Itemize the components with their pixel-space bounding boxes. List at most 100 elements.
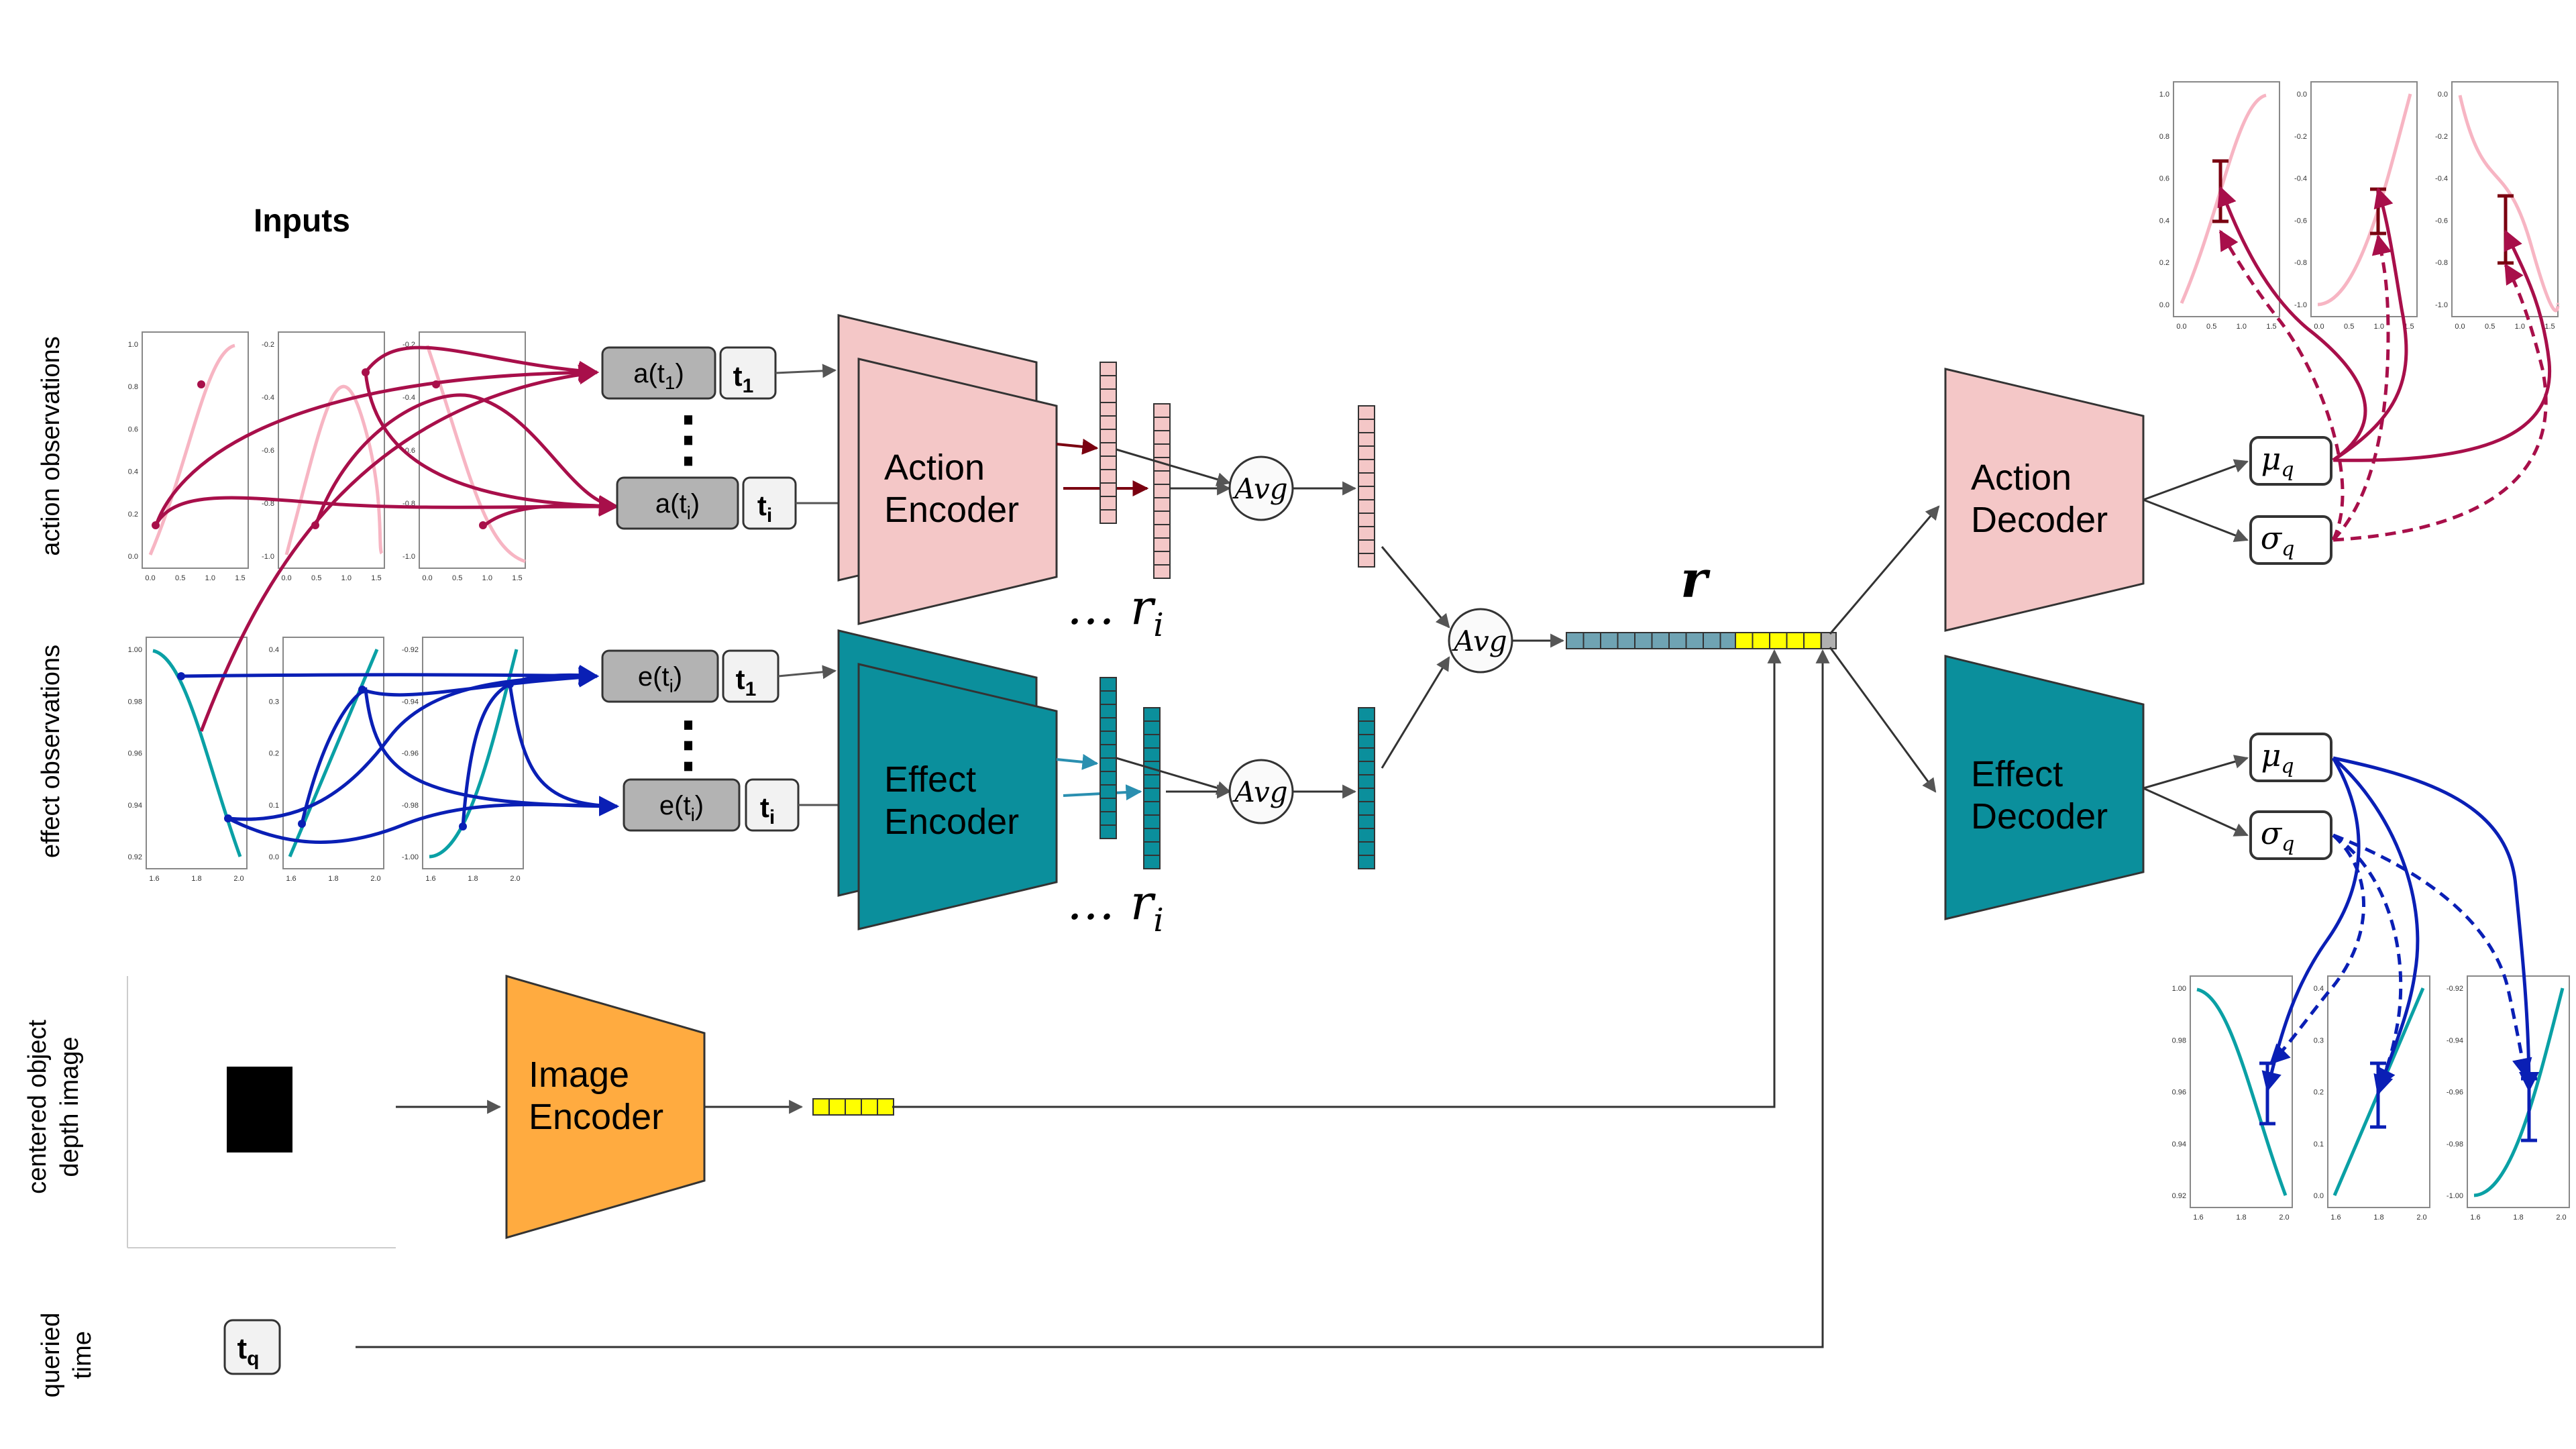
svg-text:t1: t1 bbox=[736, 663, 757, 700]
x-tick-label: 1.6 bbox=[2470, 1214, 2480, 1222]
x-tick-label: 0.0 bbox=[422, 574, 432, 582]
vector-cell bbox=[1358, 788, 1375, 802]
y-tick-label: 0.1 bbox=[2314, 1140, 2324, 1148]
vector-cell bbox=[1358, 828, 1375, 843]
vector-cell bbox=[845, 1098, 862, 1116]
y-tick-label: -0.94 bbox=[2447, 1036, 2463, 1044]
vector-cell bbox=[1099, 469, 1117, 484]
depth-image-label-line1: centered object bbox=[23, 1020, 52, 1194]
vector-cell bbox=[1153, 430, 1171, 445]
y-tick-label: 0.2 bbox=[128, 511, 138, 519]
y-tick-label: -1.0 bbox=[402, 553, 415, 561]
effect-ri-vector-1 bbox=[1099, 677, 1117, 839]
vector-cell bbox=[1099, 677, 1117, 692]
r-label: r bbox=[1680, 549, 1711, 609]
vector-cell bbox=[1143, 855, 1161, 869]
vector-cell bbox=[1099, 509, 1117, 524]
x-tick-label: 2.0 bbox=[2416, 1214, 2426, 1222]
vector-cell bbox=[828, 1098, 846, 1116]
vector-cell bbox=[1358, 459, 1375, 474]
inputs-heading: Inputs bbox=[254, 203, 350, 239]
vector-cell bbox=[1358, 513, 1375, 527]
x-tick-label: 0.0 bbox=[145, 574, 155, 582]
x-tick-label: 1.8 bbox=[2373, 1214, 2383, 1222]
image-feature-vector bbox=[812, 1098, 894, 1116]
vector-cell bbox=[812, 1098, 830, 1116]
avg-input-arrows bbox=[1116, 448, 1565, 799]
avg-node-effect: Avg bbox=[1228, 759, 1294, 824]
vector-cell bbox=[1099, 744, 1117, 759]
x-tick-label: 0.5 bbox=[311, 574, 321, 582]
vector-cell bbox=[1099, 717, 1117, 732]
trajectory-curve bbox=[152, 649, 242, 857]
y-tick-label: -1.0 bbox=[2435, 301, 2448, 309]
y-tick-label: -0.6 bbox=[2294, 217, 2307, 225]
x-tick-label: 1.0 bbox=[482, 574, 492, 582]
y-tick-label: 0.0 bbox=[2297, 91, 2307, 99]
y-tick-label: -0.96 bbox=[402, 750, 419, 758]
latent-cell bbox=[1703, 632, 1721, 649]
action-decoder: Action Decoder bbox=[1944, 368, 2145, 632]
vector-cell bbox=[1099, 731, 1117, 745]
vector-cell bbox=[1358, 774, 1375, 789]
vector-cell bbox=[1358, 419, 1375, 433]
vector-cell bbox=[1099, 690, 1117, 705]
svg-text:μq: μq bbox=[2261, 737, 2294, 778]
token-ti-action: ti bbox=[742, 476, 797, 530]
x-tick-label: 1.5 bbox=[2544, 323, 2555, 331]
x-tick-label: 0.0 bbox=[2176, 323, 2186, 331]
action-observation-points bbox=[152, 368, 487, 529]
vector-cell bbox=[1099, 375, 1117, 390]
y-tick-label: -0.96 bbox=[2447, 1089, 2463, 1097]
vector-cell bbox=[1099, 455, 1117, 470]
y-tick-label: 0.4 bbox=[128, 468, 138, 476]
y-tick-label: 0.2 bbox=[269, 750, 279, 758]
x-tick-label: 1.6 bbox=[286, 875, 296, 883]
trajectory-curve bbox=[2317, 93, 2412, 307]
y-tick-label: 0.8 bbox=[128, 383, 138, 391]
x-tick-label: 1.6 bbox=[149, 875, 159, 883]
y-tick-label: 0.6 bbox=[128, 425, 138, 433]
svg-text:Avg: Avg bbox=[1451, 625, 1507, 657]
vector-cell bbox=[1153, 564, 1171, 579]
latent-cell bbox=[1617, 632, 1635, 649]
x-tick-label: 1.0 bbox=[2515, 323, 2525, 331]
vector-cell bbox=[1143, 841, 1161, 856]
x-tick-label: 1.0 bbox=[205, 574, 215, 582]
vector-cell bbox=[1153, 511, 1171, 525]
x-tick-label: 1.8 bbox=[191, 875, 201, 883]
y-tick-label: 0.0 bbox=[128, 553, 138, 561]
svg-text:a(t1): a(t1) bbox=[633, 359, 684, 393]
vector-cell bbox=[1143, 720, 1161, 735]
action-observation-arrows bbox=[154, 345, 619, 732]
y-tick-label: -1.0 bbox=[2294, 301, 2307, 309]
y-tick-label: -0.4 bbox=[262, 394, 274, 402]
queried-time-label-line1: queried bbox=[37, 1313, 65, 1398]
y-tick-label: 0.3 bbox=[269, 698, 279, 706]
vector-cell bbox=[1358, 432, 1375, 447]
error-bar bbox=[2498, 194, 2514, 265]
svg-text:σq: σq bbox=[2261, 520, 2295, 561]
vector-cell bbox=[1153, 537, 1171, 552]
x-tick-label: 1.5 bbox=[371, 574, 381, 582]
svg-text:Effect: Effect bbox=[884, 759, 976, 800]
vector-cell bbox=[1099, 429, 1117, 443]
vector-cell bbox=[1358, 734, 1375, 749]
effect-mu-prediction-arrows bbox=[2261, 756, 2539, 1095]
vector-cell bbox=[1143, 788, 1161, 802]
y-tick-label: 1.0 bbox=[2159, 91, 2169, 99]
latent-cell bbox=[1651, 632, 1670, 649]
y-tick-label: 0.0 bbox=[2314, 1192, 2324, 1200]
svg-text:μq: μq bbox=[2261, 441, 2294, 482]
vector-cell bbox=[1358, 499, 1375, 514]
depth-image bbox=[127, 976, 396, 1248]
svg-text:Action: Action bbox=[884, 447, 985, 488]
token-a-ti: a(ti) bbox=[616, 476, 739, 530]
y-tick-label: 0.1 bbox=[269, 802, 279, 810]
vector-cell bbox=[1358, 814, 1375, 829]
